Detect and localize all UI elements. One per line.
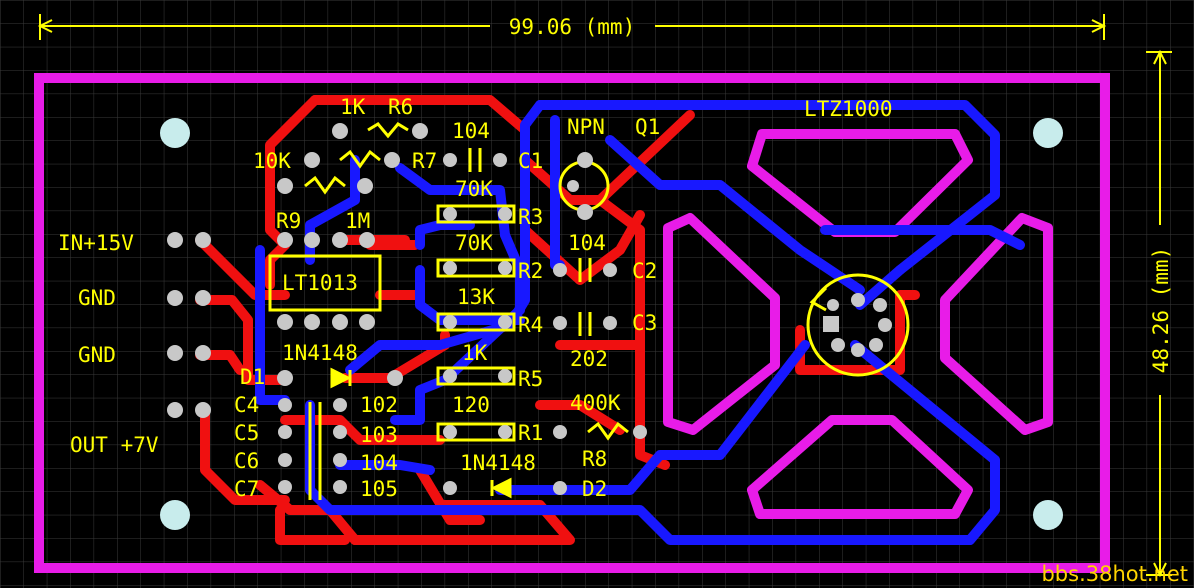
r1-value: 120 bbox=[452, 393, 490, 417]
r2-ref: R2 bbox=[518, 259, 543, 283]
r8-zigzag bbox=[587, 421, 629, 441]
c1-value: 104 bbox=[452, 119, 490, 143]
d1-type: 1N4148 bbox=[282, 341, 358, 365]
r7-zigzag bbox=[339, 149, 381, 169]
ltz1000-outline bbox=[806, 273, 910, 377]
lt1013-outline bbox=[268, 254, 382, 312]
r3-value: 70K bbox=[455, 177, 493, 201]
mounting-hole bbox=[160, 118, 190, 148]
pads bbox=[167, 123, 892, 495]
q1-ref: Q1 bbox=[635, 115, 660, 139]
connector-gnd-label: GND bbox=[78, 343, 116, 367]
r3-ref: R3 bbox=[518, 205, 543, 229]
dimension-lines bbox=[37, 14, 1172, 578]
c6-ref: C6 bbox=[234, 449, 259, 473]
r5-ref: R5 bbox=[518, 367, 543, 391]
board-outline bbox=[34, 73, 1110, 573]
c1-ref: C1 bbox=[518, 149, 543, 173]
lt1013-label: LT1013 bbox=[282, 271, 358, 295]
connector-gnd-label: GND bbox=[78, 286, 116, 310]
r6-value: 1K bbox=[340, 95, 366, 119]
r6-ref: R6 bbox=[388, 95, 413, 119]
r8-value: 400K bbox=[570, 391, 621, 415]
mounting-hole bbox=[1033, 118, 1063, 148]
d1-ref: D1 bbox=[240, 365, 265, 389]
c7-value: 105 bbox=[360, 477, 398, 501]
mounting-hole bbox=[160, 500, 190, 530]
silkscreen-outlines bbox=[268, 122, 910, 500]
height-dimension-label: 48.26 (mm) bbox=[1149, 247, 1173, 373]
watermark: bbs.38hot.net bbox=[1041, 562, 1188, 586]
r8-ref: R8 bbox=[582, 447, 607, 471]
top-copper-traces bbox=[195, 95, 920, 545]
c5-value: 103 bbox=[360, 423, 398, 447]
c7-ref: C7 bbox=[234, 477, 259, 501]
width-dimension-label: 99.06 (mm) bbox=[509, 15, 635, 39]
r9-zigzag bbox=[304, 175, 346, 195]
connector-in-15v-label: IN+15V bbox=[58, 231, 134, 255]
r9-ref: R9 bbox=[276, 209, 301, 233]
c5-ref: C5 bbox=[234, 421, 259, 445]
c3-value: 202 bbox=[570, 347, 608, 371]
r6-zigzag bbox=[367, 122, 409, 139]
c4-ref: C4 bbox=[234, 393, 259, 417]
d2-ref: D2 bbox=[582, 477, 607, 501]
d2-type: 1N4148 bbox=[460, 451, 536, 475]
r4-value: 13K bbox=[457, 285, 495, 309]
c2-ref: C2 bbox=[632, 259, 657, 283]
c6-value: 104 bbox=[360, 451, 398, 475]
mounting-hole bbox=[1033, 500, 1063, 530]
connector-out-7v-label: OUT +7V bbox=[70, 433, 159, 457]
c2-value: 104 bbox=[568, 231, 606, 255]
c4-value: 102 bbox=[360, 393, 398, 417]
r5-value: 1K bbox=[462, 341, 488, 365]
r2-value: 70K bbox=[455, 231, 493, 255]
q1-type: NPN bbox=[567, 115, 605, 139]
r1-ref: R1 bbox=[518, 421, 543, 445]
mounting-holes bbox=[160, 118, 1063, 530]
ltz1000-tab bbox=[809, 286, 828, 312]
r9-value: 1M bbox=[345, 209, 370, 233]
r7-ref: R7 bbox=[412, 149, 437, 173]
r7-value: 10K bbox=[253, 149, 291, 173]
ltz1000-label: LTZ1000 bbox=[804, 97, 893, 121]
r4-ref: R4 bbox=[518, 313, 543, 337]
c3-ref: C3 bbox=[632, 311, 657, 335]
